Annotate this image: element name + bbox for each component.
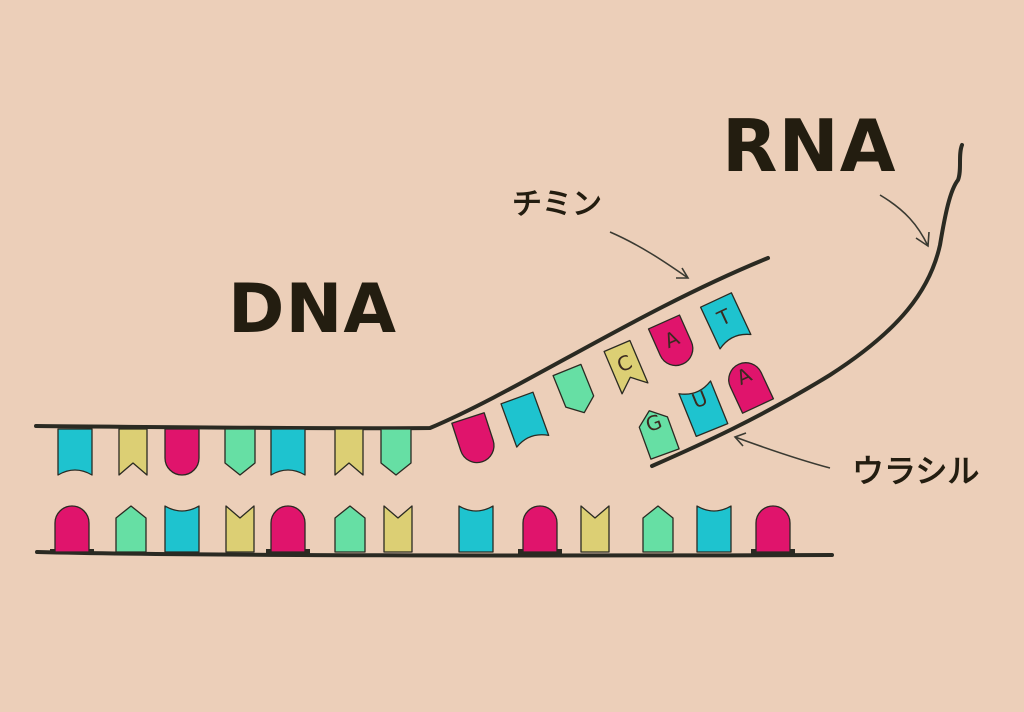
dna-bottom-base [642, 505, 674, 553]
thymine-arrowhead [676, 267, 690, 279]
dna-bottom-base [458, 505, 494, 553]
dna-bottom-base [334, 505, 366, 553]
base-letter: G [642, 409, 665, 437]
dna-bottom-base [580, 505, 610, 553]
dna-bottom-base [270, 505, 306, 553]
rna-label: RNA [722, 104, 897, 188]
dna-bottom-base [522, 505, 558, 553]
dna-bottom-base [54, 505, 90, 553]
dna-label: DNA [228, 270, 397, 349]
dna-top-base [164, 428, 200, 476]
thymine-label: チミン [512, 187, 602, 222]
rna-base: A [728, 362, 775, 414]
annotation-arrows [609, 194, 930, 469]
rna-strand [650, 143, 964, 468]
dna-bottom-base [383, 505, 413, 553]
uracil-label: ウラシル [852, 452, 980, 490]
rna-arrow [879, 194, 929, 247]
dna-bottom-strand [35, 550, 834, 558]
rna-arrowhead [915, 231, 930, 248]
dna-unwound-base: C [603, 339, 649, 395]
dna-unwound-base: T [699, 292, 752, 350]
dna-top-base [380, 428, 412, 476]
uracil-arrowhead [733, 432, 747, 447]
dna-top-strand [34, 256, 770, 431]
dna-top-base [334, 428, 364, 476]
dna-bottom-base [115, 505, 147, 553]
dna-unwound-base [500, 391, 550, 448]
strands [34, 143, 964, 558]
dna-bottom-base [755, 505, 791, 553]
dna-unwound-base: A [647, 314, 694, 367]
dna-bottom-base [696, 505, 732, 553]
rna-base: G [638, 409, 680, 460]
dna-unwound-base [552, 363, 595, 414]
rna-base: U [678, 380, 729, 438]
dna-unwound-base [451, 412, 495, 464]
dna-top-base [224, 428, 256, 476]
thymine-arrow [609, 231, 689, 279]
dna-top-base [118, 428, 148, 476]
dna-bottom-base [225, 505, 255, 553]
dna-top-base [270, 428, 306, 476]
dna-bottom-base [164, 505, 200, 553]
uracil-arrow [734, 436, 831, 469]
dna-top-base [57, 428, 93, 476]
